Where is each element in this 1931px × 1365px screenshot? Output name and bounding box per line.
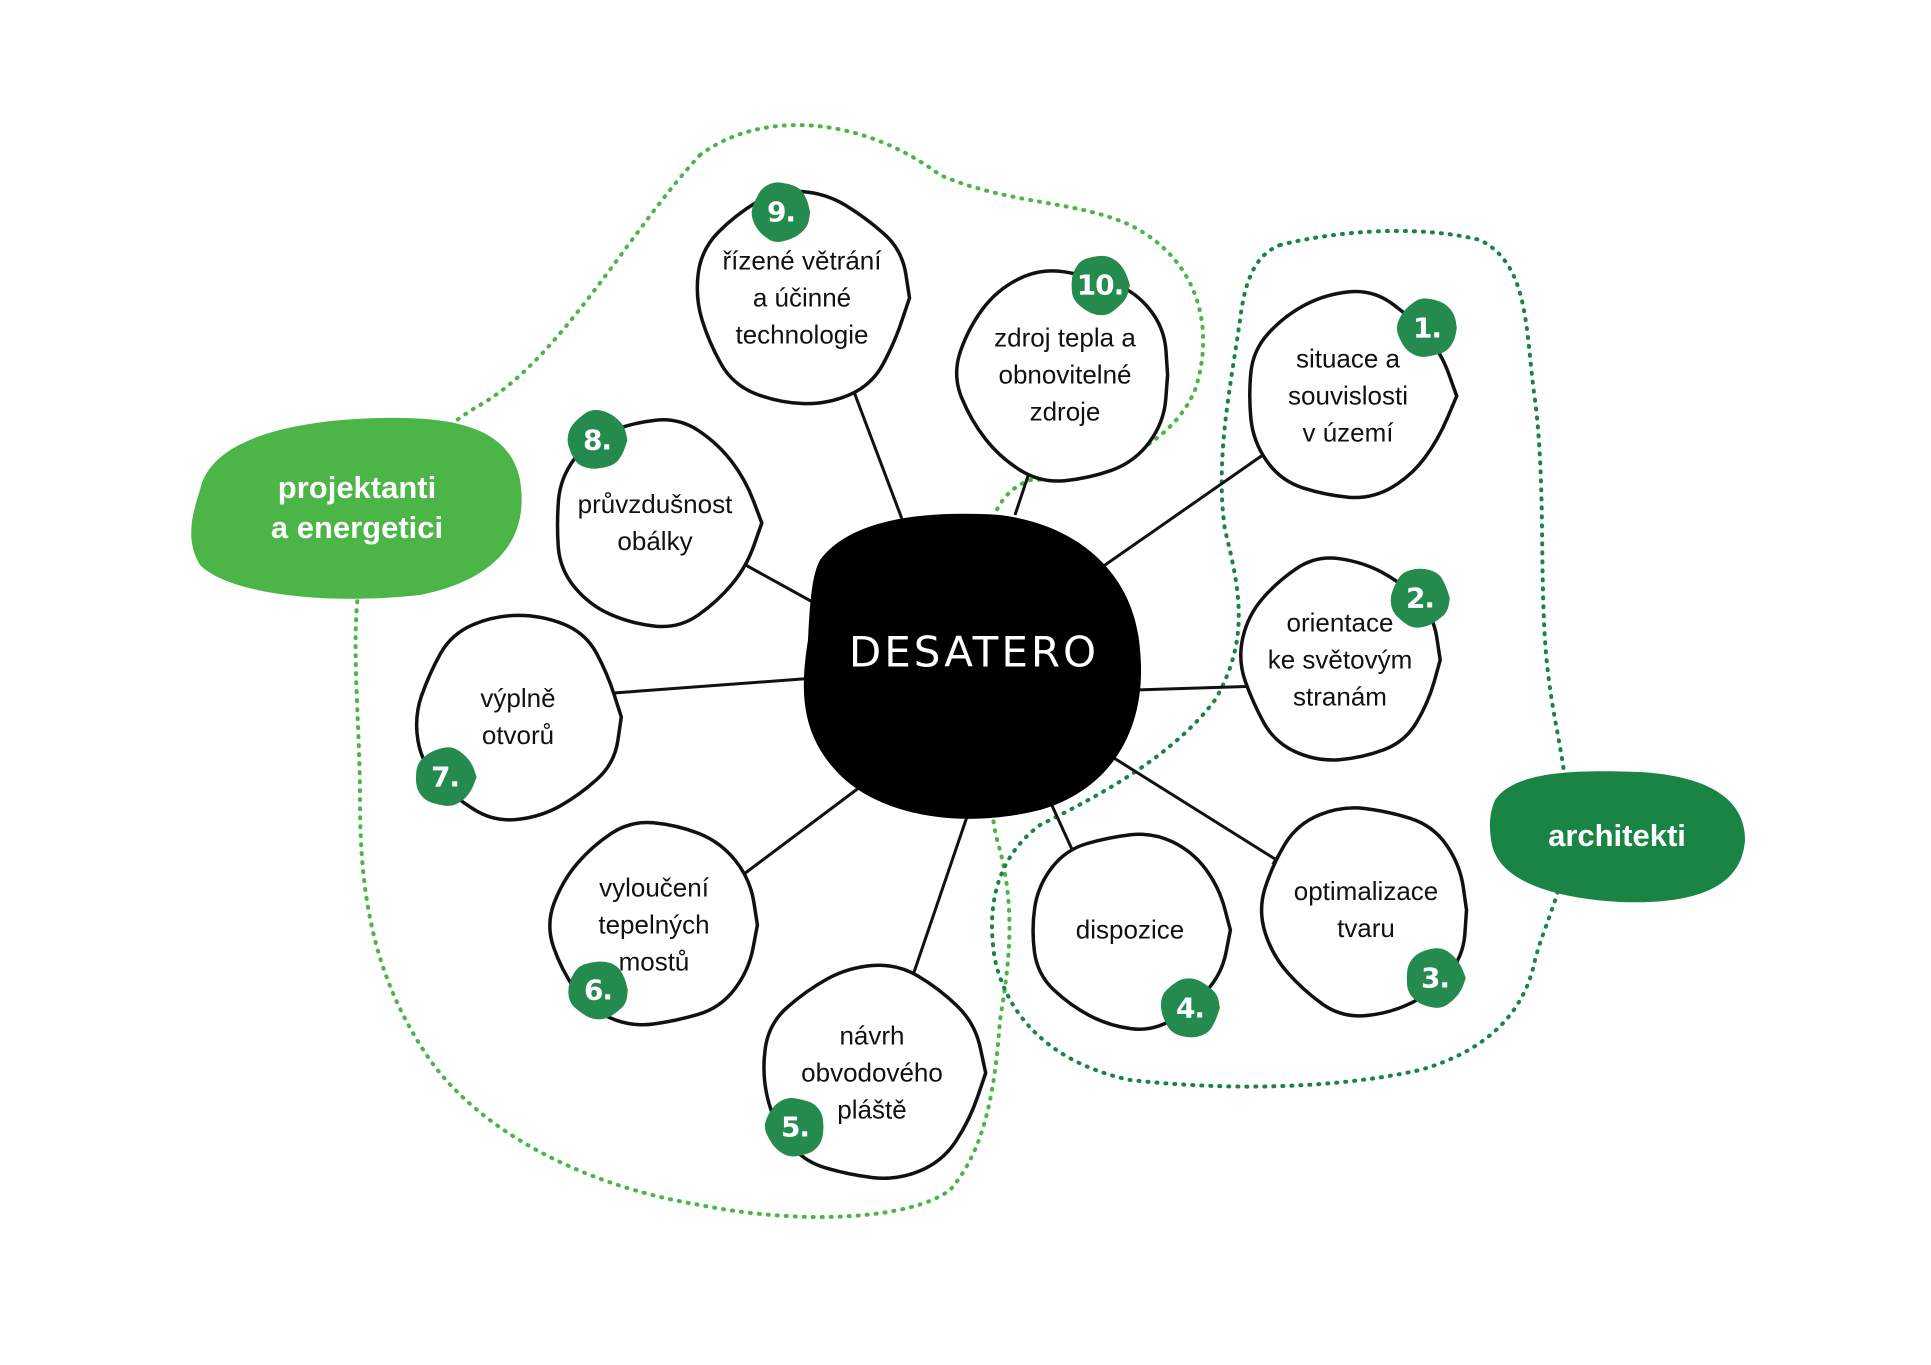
item-label-6: vyloučení tepelných mostů: [598, 872, 710, 977]
item-circle-2: [1239, 556, 1442, 762]
arrow-to-item-7: [598, 676, 816, 700]
arrow-to-item-3: [1097, 746, 1285, 866]
item-number-9: 9.: [766, 195, 796, 229]
item-label-9: řízené větrání a účinné technologie: [722, 245, 882, 350]
item-number-4: 4.: [1175, 991, 1205, 1025]
item-number-7: 7.: [430, 760, 460, 794]
arrow-to-item-5: [907, 801, 974, 986]
architects-group-blob: [1489, 771, 1745, 903]
arrow-to-item-2: [1134, 680, 1264, 693]
item-badge-7: [415, 747, 477, 806]
item-label-4: dispozice: [1075, 914, 1185, 945]
item-number-5: 5.: [780, 1110, 810, 1144]
architects-group-outline: [990, 228, 1569, 1089]
item-badge-9: [751, 182, 811, 242]
item-label-8: průvzdušnost obálky: [577, 489, 733, 556]
designers-group-label: projektanti a energetici: [270, 470, 444, 545]
item-number-3: 3.: [1420, 961, 1450, 995]
item-label-7: výplně otvorů: [480, 683, 556, 750]
item-number-2: 2.: [1405, 581, 1435, 615]
center-blob: [803, 513, 1142, 819]
item-label-2: orientace ke světovým stranám: [1267, 607, 1413, 712]
arrow-to-item-9: [845, 374, 907, 528]
item-label-1: situace a souvislosti v území: [1288, 343, 1408, 448]
item-label-5: návrh obvodového pláště: [801, 1020, 943, 1125]
item-badge-4: [1160, 978, 1220, 1038]
item-number-10: 10.: [1076, 268, 1125, 302]
item-badge-3: [1406, 948, 1466, 1008]
item-badge-6: [568, 961, 628, 1020]
item-number-8: 8.: [582, 423, 612, 457]
item-badge-8: [567, 409, 628, 469]
item-badge-5: [764, 1098, 824, 1157]
item-badge-1: [1396, 298, 1457, 357]
item-circle-8: [555, 418, 764, 629]
arrow-to-item-6: [726, 770, 881, 888]
item-badge-2: [1390, 568, 1450, 628]
item-circle-9: [695, 189, 912, 406]
item-number-1: 1.: [1412, 311, 1442, 345]
item-number-6: 6.: [583, 973, 613, 1007]
item-label-10: zdroj tepla a obnovitelné zdroje: [994, 322, 1136, 427]
center-label: DESATERO: [848, 627, 1100, 677]
designers-group-blob: [191, 417, 522, 599]
arrow-to-item-1: [1094, 448, 1272, 574]
item-label-3: optimalizace tvaru: [1293, 876, 1439, 943]
architects-group-label: architekti: [1548, 818, 1686, 853]
item-badge-10: [1071, 255, 1130, 316]
